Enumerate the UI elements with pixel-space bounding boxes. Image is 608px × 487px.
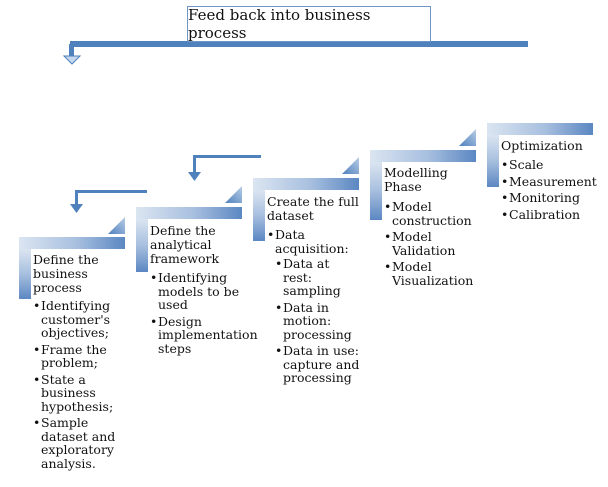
return-arrow-2	[188, 155, 261, 181]
list-item-text: Data acquisition:	[275, 227, 349, 256]
list-item: Model Visualization	[384, 260, 478, 287]
list-item: Monitoring	[501, 191, 601, 205]
feedback-label: Feed back into business process	[188, 6, 371, 42]
feedback-box: Feed back into business process	[187, 6, 431, 42]
list-item: Model construction	[384, 200, 478, 227]
list-item: Frame the problem;	[33, 342, 123, 370]
step-list-3: Data acquisition: Data at rest: sampling…	[267, 228, 361, 388]
list-item: Model Validation	[384, 230, 478, 257]
list-item: Measurement	[501, 174, 601, 189]
step-list-1: Identifying customer's objectives; Frame…	[33, 299, 123, 473]
step-list-5: Scale Measurement Monitoring Calibration	[501, 158, 601, 224]
list-item: Sample dataset and exploratory analysis.	[33, 416, 123, 470]
step-shape-2	[136, 186, 242, 272]
list-item: State a business hypothesis;	[33, 372, 123, 414]
list-item: Design implementation steps	[150, 314, 258, 356]
list-item: Identifying customer's objectives;	[33, 299, 123, 340]
step-title-1: Define the business process	[33, 252, 99, 295]
step-title-5: Optimization	[501, 138, 583, 153]
step-shape-1	[19, 217, 125, 299]
step-title-3: Create the full dataset	[267, 194, 359, 223]
feedback-arrow	[62, 41, 528, 65]
step-list-2: Identifying models to be used Design imp…	[150, 271, 258, 358]
sub-list-item: Data in motion: processing	[275, 300, 361, 342]
list-item: Calibration	[501, 207, 601, 222]
list-item: Identifying models to be used	[150, 271, 242, 312]
list-item: Data acquisition: Data at rest: sampling…	[267, 228, 361, 385]
list-item: Scale	[501, 158, 601, 172]
step-shape-5	[487, 123, 593, 187]
sub-list-item: Data at rest: sampling	[275, 257, 361, 298]
step-title-4: Modelling Phase	[384, 165, 448, 194]
step-shape-4	[370, 129, 476, 220]
sub-list: Data at rest: sampling Data in motion: p…	[275, 257, 361, 385]
step-shape-3	[253, 157, 359, 241]
return-arrow-1	[70, 190, 147, 213]
step-list-4: Model construction Model Validation Mode…	[384, 200, 478, 290]
sub-list-item: Data in use: capture and processing	[275, 344, 361, 385]
step-title-2: Define the analytical framework	[150, 223, 220, 266]
